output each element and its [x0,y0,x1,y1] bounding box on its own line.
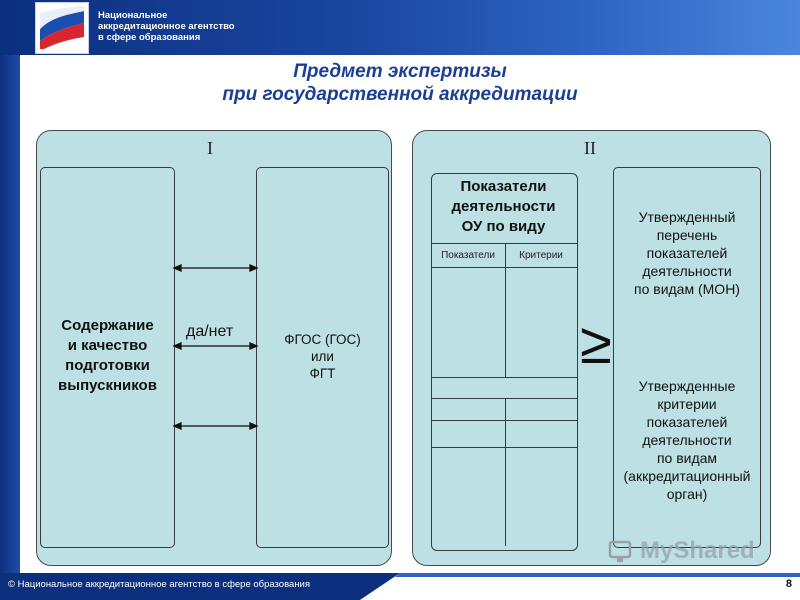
table-row-line-3 [431,420,577,421]
approved-criteria-line4: деятельности [642,432,732,448]
indicators-title-line2: деятельности [451,198,556,215]
arrow-head-bottom-left [172,422,182,430]
approved-list-text: Утвержденный перечень показателей деятел… [614,208,760,298]
agency-name: Национальное аккредитационное агентство … [98,10,235,43]
content-quality-line4: выпускников [58,377,157,394]
approved-criteria-line2: критерии [657,396,717,412]
header-bar [0,0,800,55]
watermark-icon [608,540,632,562]
arrow-head-top-right [249,264,259,272]
yes-no-label: да/нет [186,323,234,340]
left-side-bar [0,55,20,600]
approved-criteria-line7: орган) [666,486,708,502]
approved-list-line1: Утвержденный [638,209,736,225]
slide-title-line1: Предмет экспертизы [293,61,507,82]
slide-title-line2: при государственной аккредитации [222,84,578,105]
comparison-symbol: ≥ [580,311,612,376]
table-row-line-4 [431,447,577,448]
table-row-line-1 [431,377,577,378]
table-header-criteria: Критерии [519,250,563,261]
content-quality-box [40,167,175,548]
table-header-top-line [431,243,577,244]
approved-list-line5: по видам (МОН) [634,281,740,297]
page-number: 8 [785,578,792,590]
approved-box [613,167,761,548]
content-quality-text: Содержание и качество подготовки выпускн… [41,316,174,396]
indicators-title: Показатели деятельности ОУ по виду [431,177,576,237]
approved-criteria-line5: по видам [656,450,718,466]
standard-box [256,167,389,548]
arrow-head-middle-left [172,342,182,350]
agency-name-line3: в сфере образования [98,32,201,43]
approved-criteria-text: Утвержденные критерии показателей деятел… [614,377,760,503]
content-quality-line1: Содержание [61,317,154,334]
footer-copyright: © Национальное аккредитационное агентств… [8,579,311,590]
content-quality-line2: и качество [67,337,148,354]
table-row-line-2 [431,398,577,399]
approved-criteria-line6: (аккредитационный [623,468,751,484]
standard-text: ФГОС (ГОС) или ФГТ [257,331,388,382]
watermark-text: MyShared [640,537,755,564]
double-arrows [172,264,259,430]
agency-name-line1: Национальное [98,10,168,21]
indicators-title-line1: Показатели [460,178,547,195]
approved-criteria-line1: Утвержденные [638,378,736,394]
approved-list-line4: деятельности [642,263,732,279]
approved-list-line2: перечень [656,227,718,243]
standard-line3: ФГТ [309,366,336,381]
arrow-head-middle-right [249,342,259,350]
indicators-box [431,173,578,551]
agency-name-line2: аккредитационное агентство [98,21,235,32]
table-column-divider-lower [505,398,506,546]
standard-line2: или [311,349,334,364]
table-column-divider-upper [505,243,506,377]
slide-title: Предмет экспертизы при государственной а… [140,60,660,106]
table-header-bottom-line [431,267,577,268]
table-header-indicators: Показатели [441,250,495,261]
standard-line1: ФГОС (ГОС) [284,332,361,347]
panel-left-numeral: I [207,138,213,158]
arrow-head-bottom-right [249,422,259,430]
content-quality-line3: подготовки [65,357,150,374]
approved-list-line3: показателей [646,245,728,261]
approved-criteria-line3: показателей [646,414,728,430]
arrow-head-top-left [172,264,182,272]
panel-right-numeral: II [584,138,596,158]
flag-logo-icon [36,3,88,53]
agency-logo [35,2,89,54]
footer-bar [0,573,800,600]
indicators-title-line3: ОУ по виду [461,218,546,235]
